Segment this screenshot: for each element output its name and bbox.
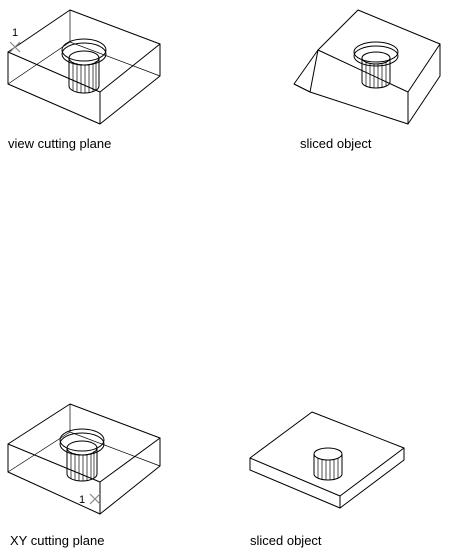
- sliced-box-drawing: [280, 0, 452, 160]
- x-marker-icon: [10, 42, 20, 52]
- box-with-cylinder-drawing: [0, 0, 180, 160]
- figure-sliced-object-bottom: [240, 400, 420, 530]
- figure-view-cutting-plane: 1: [0, 0, 180, 160]
- caption-view-cutting-plane: view cutting plane: [8, 136, 112, 151]
- point-label: 1: [12, 27, 19, 39]
- figure-sliced-object-top: [280, 0, 452, 160]
- x-marker-icon: [90, 494, 100, 504]
- caption-xy-cutting-plane: XY cutting plane: [10, 533, 105, 548]
- caption-sliced-object-top: sliced object: [300, 136, 372, 151]
- caption-sliced-object-bottom: sliced object: [250, 533, 322, 548]
- point-label: 1: [79, 494, 86, 506]
- box-with-cylinder-drawing: [0, 400, 180, 530]
- sliced-slab-drawing: [240, 400, 420, 530]
- figure-xy-cutting-plane: 1: [0, 400, 180, 530]
